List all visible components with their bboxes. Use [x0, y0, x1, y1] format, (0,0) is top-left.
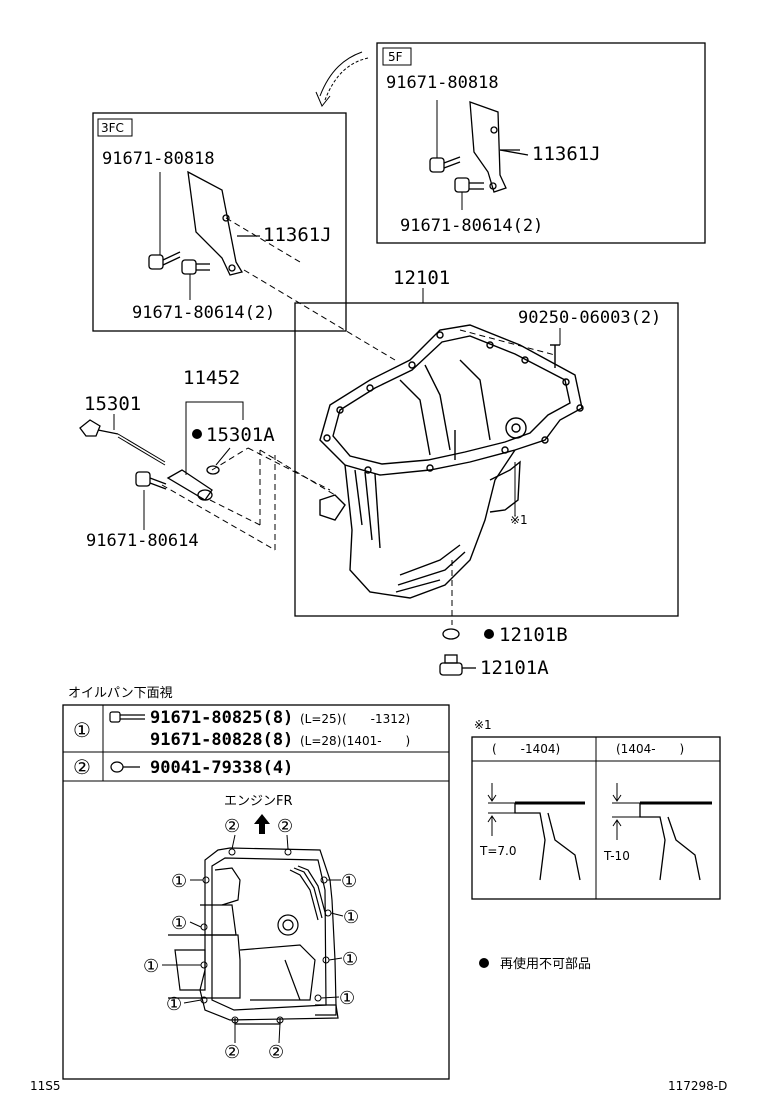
legend-text: 再使用不可部品	[500, 956, 591, 972]
non-reusable-dot-icon	[484, 629, 494, 639]
note1-col2-header: (1404- )	[616, 742, 684, 756]
note1-col2-value: T-10	[603, 849, 630, 863]
box-5f-bracket: 11361J	[532, 143, 601, 165]
row1-line1-part: 91671-80825(8)	[150, 708, 293, 728]
row1-mark: ①	[73, 718, 91, 742]
mark-one-left-1: ①	[171, 871, 187, 892]
note1-col1-header: ( -1404)	[492, 742, 560, 756]
drain-group: 12101B 12101A	[439, 624, 568, 679]
thickness-section-icon	[487, 783, 712, 881]
dipstick-group: 11452 15301 15301A 91671-80614	[79, 367, 275, 551]
curved-arrow-icon	[315, 51, 369, 107]
non-reusable-dot-icon	[192, 429, 202, 439]
oil-pan-bottom-view-icon	[168, 847, 339, 1025]
bolt-icon	[109, 711, 145, 723]
oring-label: 15301A	[206, 424, 275, 446]
oil-pan-label: 12101	[393, 267, 450, 289]
mark-two-bottom-right: ②	[268, 1042, 284, 1063]
dipstick-icon	[79, 419, 220, 501]
note-ref-label: ※1	[510, 513, 528, 527]
note1-table: ※1 ( -1404) (1404- ) T=7.0 T-10	[471, 718, 721, 900]
box-3fc-bolt-bottom: 91671-80614(2)	[132, 303, 275, 323]
oil-pan-box: 12101 90250-06003(2) ※1	[294, 267, 679, 617]
up-arrow-icon	[254, 814, 270, 834]
row1-line2-len: (L=28)	[300, 734, 341, 748]
row1-line2-range: (1401- )	[342, 734, 410, 748]
box-5f-tag: 5F	[388, 50, 403, 64]
drain-plug-icon	[439, 654, 476, 676]
mark-one-left-3: ①	[143, 956, 159, 977]
nut-icon	[110, 761, 140, 773]
note1-title: ※1	[474, 718, 492, 732]
bolt-position-markers	[162, 834, 344, 1044]
bolt-icon	[148, 172, 210, 300]
row2-mark: ②	[73, 755, 91, 779]
bracket-icon	[469, 101, 529, 193]
table-caption: オイルパン下面視	[68, 686, 173, 701]
tube-label: 11452	[183, 367, 240, 389]
non-reusable-dot-icon	[479, 958, 489, 968]
callout-marks: ② ② ① ① ① ① ① ① ① ① ② ②	[143, 816, 359, 1063]
stud-label: 90250-06003(2)	[518, 308, 661, 328]
box-5f-bolt-bottom: 91671-80614(2)	[400, 216, 543, 236]
gasket-icon	[442, 628, 460, 640]
row1-line1-len: (L=25)	[300, 712, 341, 726]
mark-two-bottom-left: ②	[224, 1042, 240, 1063]
box-5f: 5F 91671-80818 11361J 91671-80614(2)	[376, 42, 706, 244]
footer-right: 117298-D	[668, 1079, 727, 1093]
mark-two-top-right: ②	[277, 816, 293, 837]
mark-one-left-4: ①	[166, 994, 182, 1015]
drain-plug-label: 12101A	[480, 657, 549, 679]
oil-pan-icon	[319, 324, 584, 599]
bolt-table: オイルパン下面視 ① ② 91671-80825(8) (L=25) ( -13…	[62, 686, 450, 1080]
mark-one-right-1: ①	[341, 871, 357, 892]
box-3fc-bracket: 11361J	[263, 224, 332, 246]
mark-one-right-4: ①	[339, 988, 355, 1009]
tube-bolt-label: 91671-80614	[86, 531, 199, 551]
box-3fc-tag: 3FC	[101, 121, 124, 135]
mark-two-top-left: ②	[224, 816, 240, 837]
row1-line2-part: 91671-80828(8)	[150, 730, 293, 750]
footer-left: 11S5	[30, 1079, 61, 1093]
legend: 再使用不可部品	[479, 956, 591, 972]
row1-line1-range: ( -1312)	[342, 712, 410, 726]
mark-one-right-3: ①	[342, 949, 358, 970]
gasket-label: 12101B	[499, 624, 568, 646]
row2-line1-part: 90041-79338(4)	[150, 758, 293, 778]
dashed-leaders	[161, 217, 556, 625]
bracket-icon	[187, 170, 260, 276]
box-3fc-bolt-top: 91671-80818	[102, 149, 215, 169]
note1-col1-value: T=7.0	[479, 844, 516, 858]
dipstick-label: 15301	[84, 393, 141, 415]
box-5f-bolt-top: 91671-80818	[386, 73, 499, 93]
mark-one-left-2: ①	[171, 913, 187, 934]
bolt-icon	[429, 100, 484, 210]
box-3fc: 3FC 91671-80818 11361J 91671-80614(2)	[92, 112, 347, 332]
engine-front-label: エンジンFR	[224, 794, 293, 809]
mark-one-right-2: ①	[343, 907, 359, 928]
